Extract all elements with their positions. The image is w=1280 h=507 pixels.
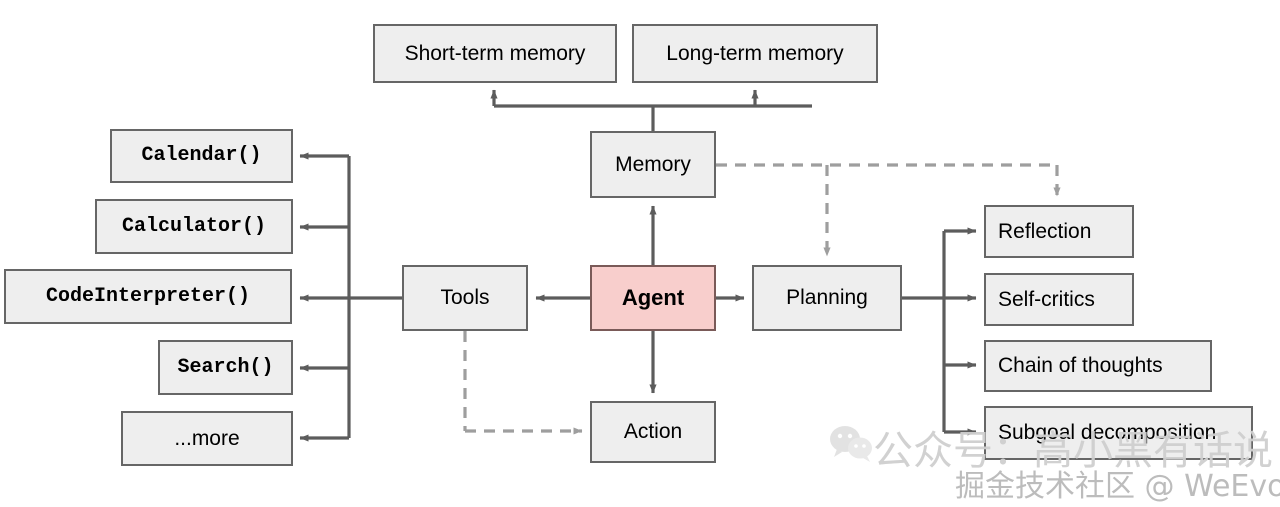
node-label: ...more	[174, 426, 240, 450]
node-search[interactable]: Search()	[158, 340, 293, 395]
node-long-term-memory[interactable]: Long-term memory	[632, 24, 878, 83]
node-code-interpreter[interactable]: CodeInterpreter()	[4, 269, 292, 324]
node-more[interactable]: ...more	[121, 411, 293, 466]
node-label: Subgoal decomposition	[998, 421, 1217, 445]
node-calculator[interactable]: Calculator()	[95, 199, 293, 254]
node-label: Long-term memory	[666, 41, 844, 65]
node-memory[interactable]: Memory	[590, 131, 716, 198]
node-short-term-memory[interactable]: Short-term memory	[373, 24, 617, 83]
node-action[interactable]: Action	[590, 401, 716, 463]
node-label: CodeInterpreter()	[45, 284, 251, 308]
node-reflection[interactable]: Reflection	[984, 205, 1134, 258]
node-label: Memory	[615, 152, 691, 176]
node-label: Self-critics	[998, 287, 1095, 311]
node-planning[interactable]: Planning	[752, 265, 902, 331]
node-subgoal-decomposition[interactable]: Subgoal decomposition	[984, 406, 1253, 460]
wechat-logo-icon	[830, 426, 872, 462]
node-label: Planning	[786, 286, 868, 310]
node-label: Tools	[440, 286, 490, 310]
node-agent[interactable]: Agent	[590, 265, 716, 331]
node-label: Action	[623, 420, 683, 444]
node-self-critics[interactable]: Self-critics	[984, 273, 1134, 326]
node-label: Calendar()	[141, 144, 262, 167]
node-label: Search()	[177, 355, 274, 379]
node-label: Chain of thoughts	[998, 354, 1163, 378]
node-tools[interactable]: Tools	[402, 265, 528, 331]
node-label: Short-term memory	[404, 41, 586, 65]
node-calendar[interactable]: Calendar()	[110, 129, 293, 183]
node-chain-of-thoughts[interactable]: Chain of thoughts	[984, 340, 1212, 392]
node-label: Reflection	[998, 219, 1092, 243]
watermark-line-2: 掘金技术社区 @ WeEvolve	[955, 469, 1280, 504]
node-label: Calculator()	[121, 214, 267, 238]
node-label: Agent	[621, 284, 685, 310]
